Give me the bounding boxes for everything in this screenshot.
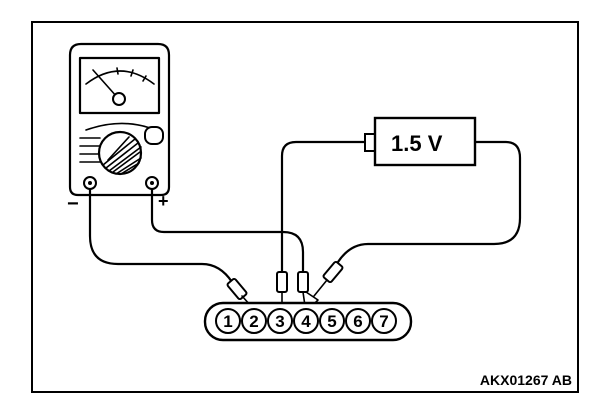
wire-positive-lead bbox=[150, 187, 305, 274]
svg-text:5: 5 bbox=[327, 312, 336, 331]
wire-negative-lead bbox=[88, 187, 234, 284]
svg-text:4: 4 bbox=[301, 312, 311, 331]
wire-battery-positive bbox=[336, 140, 522, 264]
negative-sign: − bbox=[67, 193, 79, 215]
svg-text:3: 3 bbox=[275, 312, 284, 331]
svg-text:2: 2 bbox=[249, 312, 258, 331]
connector-pin-5: 5 bbox=[319, 308, 345, 334]
probe-pin-3 bbox=[276, 271, 288, 307]
range-selector-knob bbox=[79, 122, 151, 176]
connector-pin-2: 2 bbox=[241, 308, 267, 334]
battery-label: 1.5 V bbox=[391, 131, 443, 156]
probe-pin-4 bbox=[297, 271, 309, 307]
positive-sign: + bbox=[158, 191, 169, 211]
needle-pivot bbox=[112, 92, 126, 106]
svg-text:1: 1 bbox=[223, 312, 232, 331]
wire-battery-negative bbox=[280, 140, 367, 274]
connector-pin-4: 4 bbox=[293, 308, 319, 334]
connector-pin-3: 3 bbox=[267, 308, 293, 334]
zero-adjust-button bbox=[144, 126, 164, 145]
connector: 1 2 3 4 5 6 7 bbox=[203, 301, 413, 342]
connector-pin-6: 6 bbox=[345, 308, 371, 334]
meter-needle bbox=[92, 69, 118, 98]
meter-display bbox=[78, 56, 161, 115]
multimeter: − + bbox=[67, 42, 171, 215]
svg-text:6: 6 bbox=[353, 312, 362, 331]
svg-text:7: 7 bbox=[379, 312, 388, 331]
connector-pin-7: 7 bbox=[371, 308, 397, 334]
battery: 1.5 V bbox=[364, 116, 477, 167]
figure-code: AKX01267 AB bbox=[480, 372, 572, 388]
connector-pin-1: 1 bbox=[215, 308, 241, 334]
probe-pin-5 bbox=[313, 260, 344, 297]
